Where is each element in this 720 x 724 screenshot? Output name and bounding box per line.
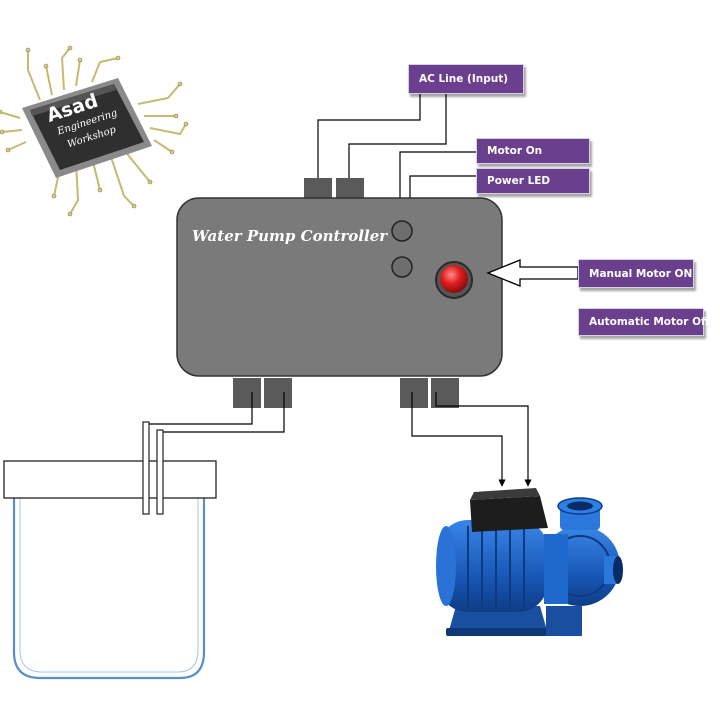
controller-body	[176, 197, 503, 377]
motor-on-label: Motor On	[476, 138, 590, 164]
controller-title: Water Pump Controller	[192, 227, 388, 245]
bottom-connectors	[233, 378, 459, 408]
ac-line-label: AC Line (Input)	[408, 64, 524, 94]
power-led	[391, 256, 413, 278]
motor-on-led	[391, 220, 413, 242]
manual-motor-on-label: Manual Motor ON	[578, 259, 694, 288]
automatic-motor-off-label: Automatic Motor Off	[578, 308, 710, 336]
logo-chip-icon	[0, 45, 189, 217]
top-connectors	[304, 178, 364, 200]
water-tank	[3, 460, 217, 680]
water-pump-icon	[436, 488, 623, 636]
ac-line-wires	[317, 94, 447, 178]
power-led-label: Power LED	[476, 168, 590, 194]
sensor-wires	[146, 392, 285, 433]
sensor-probes	[142, 421, 164, 515]
pump-wires	[411, 392, 532, 487]
manual-motor-button[interactable]	[440, 265, 468, 293]
